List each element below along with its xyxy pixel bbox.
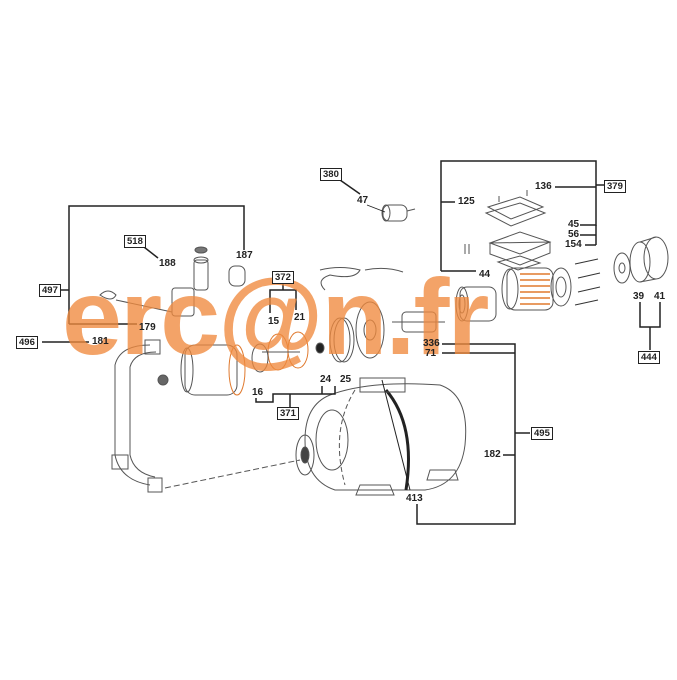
part-label-39: 39 xyxy=(633,291,645,302)
part-label-15: 15 xyxy=(268,316,280,327)
pressure-switch-fitting-part xyxy=(193,246,246,291)
assembly-box-518[interactable]: 518 xyxy=(124,235,146,248)
flange-part xyxy=(355,301,385,359)
assembly-box-444[interactable]: 444 xyxy=(638,351,660,364)
part-label-47: 47 xyxy=(357,195,369,206)
pump-housing-part xyxy=(157,344,246,396)
terminal-box-part xyxy=(464,231,552,271)
capacitor-part xyxy=(381,204,416,222)
part-label-41: 41 xyxy=(654,291,666,302)
rotor-part xyxy=(392,311,445,333)
part-label-25: 25 xyxy=(340,374,352,385)
part-label-24: 24 xyxy=(320,374,332,385)
assembly-box-379[interactable]: 379 xyxy=(604,180,626,193)
part-label-336: 336 xyxy=(423,338,440,349)
assembly-box-380[interactable]: 380 xyxy=(320,168,342,181)
motor-housing-part xyxy=(501,267,572,311)
hose-part xyxy=(111,339,163,493)
mechanical-seal-part xyxy=(315,342,325,354)
diffuser-part xyxy=(251,343,300,373)
part-label-182: 182 xyxy=(484,449,501,460)
part-label-71: 71 xyxy=(425,348,437,359)
part-label-188: 188 xyxy=(159,258,176,269)
part-label-136: 136 xyxy=(535,181,552,192)
part-label-44: 44 xyxy=(479,269,491,280)
assembly-box-497[interactable]: 497 xyxy=(39,284,61,297)
stator-part xyxy=(455,286,497,322)
seal-ring-part xyxy=(329,317,355,363)
fan-cover-part xyxy=(629,236,669,283)
part-label-181: 181 xyxy=(92,336,109,347)
part-label-179: 179 xyxy=(139,322,156,333)
fan-part xyxy=(613,252,631,284)
part-label-56: 56 xyxy=(568,229,580,240)
part-label-125: 125 xyxy=(458,196,475,207)
tie-rods-part xyxy=(574,258,601,306)
part-label-187: 187 xyxy=(236,250,253,261)
part-label-154: 154 xyxy=(565,239,582,250)
part-label-21: 21 xyxy=(294,312,306,323)
pressure-switch-part xyxy=(99,287,195,317)
power-cable-part xyxy=(319,267,404,291)
impeller-part xyxy=(267,331,309,371)
part-label-16: 16 xyxy=(252,387,264,398)
pressure-tank-part xyxy=(295,377,467,496)
terminal-box-lid-part xyxy=(484,190,547,227)
assembly-box-371[interactable]: 371 xyxy=(277,407,299,420)
leader-lines xyxy=(42,160,661,525)
part-label-413: 413 xyxy=(406,493,423,504)
assembly-box-496[interactable]: 496 xyxy=(16,336,38,349)
assembly-box-372[interactable]: 372 xyxy=(272,271,294,284)
assembly-box-495[interactable]: 495 xyxy=(531,427,553,440)
part-label-45: 45 xyxy=(568,219,580,230)
